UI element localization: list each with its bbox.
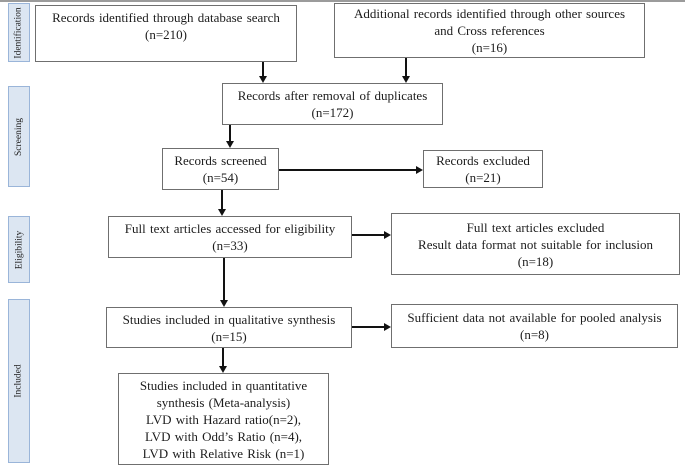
- box-records-identified: Records identified through database sear…: [35, 5, 297, 62]
- box-after-duplicates: Records after removal of duplicates (n=1…: [222, 83, 443, 125]
- figure-top-border: [0, 0, 685, 2]
- box-text-line: (n=172): [311, 105, 354, 120]
- box-text-line: (n=18): [517, 253, 554, 269]
- stage-included: Included: [8, 299, 30, 463]
- arrow-additional-to-duplicates: [402, 58, 410, 83]
- box-text-line: synthesis (Meta-analysis): [156, 394, 291, 410]
- arrow-qualitative-to-pooled-excluded: [352, 323, 391, 331]
- box-text-line: Records after removal of duplicates: [237, 88, 428, 103]
- box-records-screened: Records screened (n=54): [162, 148, 279, 190]
- box-text-line: (n=8): [520, 327, 549, 342]
- arrow-qualitative-to-quantitative: [219, 348, 227, 373]
- box-text-line: Studies included in qualitative synthesi…: [122, 311, 336, 327]
- box-records-excluded: Records excluded (n=21): [423, 150, 543, 188]
- stage-identification: Identification: [8, 3, 30, 62]
- box-text-line: Studies included in quantitative: [139, 377, 308, 393]
- box-text-line: LVD with Relative Risk (n=1): [142, 445, 305, 461]
- box-text-line: (n=21): [465, 170, 501, 185]
- arrow-screened-to-excluded: [279, 166, 423, 174]
- box-fulltext-excluded: Full text articles excluded Result data …: [391, 213, 680, 275]
- box-text-line: Records excluded: [436, 153, 530, 168]
- arrow-fulltext-to-qualitative: [220, 258, 228, 307]
- box-text-line: (n=16): [471, 40, 508, 55]
- box-text-line: Result data format not suitable for incl…: [418, 236, 653, 252]
- box-pooled-excluded: Sufficient data not available for pooled…: [391, 304, 678, 348]
- box-text-line: LVD with Odd’s Ratio (n=4),: [144, 428, 303, 444]
- arrow-identified-to-duplicates: [259, 62, 267, 83]
- stage-label: Screening: [14, 117, 24, 156]
- box-text-line: Full text articles excluded: [466, 219, 605, 235]
- box-text-line: Records identified through database sear…: [52, 10, 280, 25]
- arrow-fulltext-to-fulltext-excluded: [352, 231, 391, 239]
- box-text-line: (n=33): [212, 238, 248, 253]
- stage-label: Eligibility: [14, 230, 24, 269]
- stage-label: Identification: [14, 6, 24, 59]
- box-text-line: Additional records identified through ot…: [353, 6, 626, 21]
- stage-eligibility: Eligibility: [8, 216, 30, 283]
- box-text-line: and Cross references: [434, 23, 545, 38]
- box-additional-records: Additional records identified through ot…: [334, 3, 645, 58]
- box-quantitative-synthesis: Studies included in quantitative synthes…: [118, 373, 329, 465]
- arrow-screened-to-fulltext: [218, 190, 226, 216]
- box-qualitative-synthesis: Studies included in qualitative synthesi…: [106, 307, 352, 348]
- box-text-line: Full text articles accessed for eligibil…: [124, 221, 336, 236]
- stage-screening: Screening: [8, 86, 30, 187]
- box-text-line: LVD with Hazard ratio(n=2),: [146, 411, 301, 427]
- box-text-line: (n=54): [202, 170, 239, 185]
- box-text-line: (n=15): [211, 328, 247, 344]
- box-text-line: (n=210): [145, 27, 187, 42]
- box-text-line: Sufficient data not available for pooled…: [407, 310, 662, 325]
- box-fulltext-assessed: Full text articles accessed for eligibil…: [108, 216, 352, 258]
- box-text-line: Records screened: [174, 153, 267, 168]
- arrow-duplicates-to-screened: [226, 125, 234, 148]
- stage-label: Included: [14, 364, 24, 398]
